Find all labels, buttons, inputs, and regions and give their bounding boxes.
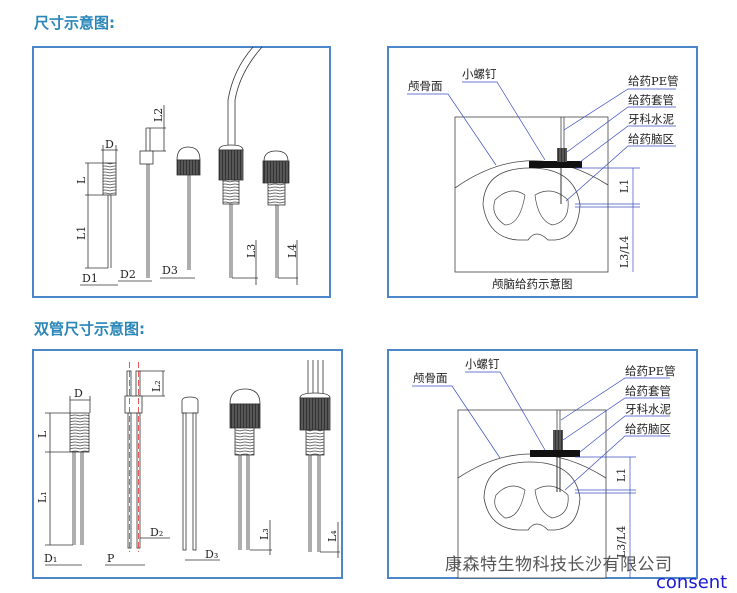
label-small-screw: 小螺钉	[462, 67, 497, 81]
panel-double-dimensions: D L L₁ D₁ L₂ D₂ P D₃ L₃	[32, 349, 343, 579]
label-pe-tube-2: 给药PE管	[625, 364, 676, 378]
dim2-L: L	[36, 430, 49, 438]
dim-L3: L3	[245, 244, 258, 258]
double-injector-tubes-drawing	[299, 360, 340, 558]
label-cannula: 给药套管	[628, 93, 674, 107]
dim-L1: L1	[75, 226, 88, 240]
label-dental-cement: 牙科水泥	[628, 112, 674, 126]
brain-caption: 颅脑给药示意图	[492, 277, 573, 291]
label-pe-tube: 给药PE管	[628, 74, 679, 88]
panel-brain-schematic: 小螺钉 颅骨面 给药PE管 给药套管 牙科水泥 给药脑区 L1 L3/L4 颅脑…	[387, 46, 698, 298]
panel-brain-schematic-double: 小螺钉 颅骨面 给药PE管 给药套管 牙科水泥 给药脑区 L1 L3/L4	[387, 349, 698, 579]
label-dental-cement-2: 牙科水泥	[625, 402, 671, 416]
label-cannula-2: 给药套管	[625, 384, 671, 398]
label-target-region-2: 给药脑区	[625, 422, 671, 436]
dim2-L4: L₄	[326, 530, 339, 542]
label-target-region: 给药脑区	[628, 132, 674, 146]
dim2-D2: D₂	[150, 526, 163, 539]
double-cap-drawing	[181, 396, 220, 561]
section-heading-double-dimensions: 双管尺寸示意图:	[34, 320, 145, 338]
corner-brand-text: consent	[656, 572, 728, 593]
dim-L2: L2	[152, 108, 165, 122]
dim2-D3: D₃	[205, 548, 218, 561]
label-small-screw-2: 小螺钉	[465, 357, 500, 371]
dim-D3: D3	[162, 264, 178, 277]
dim-D: D	[105, 138, 114, 151]
dim-brain-L1: L1	[618, 179, 631, 193]
panel-single-dimensions: D L L1 D1 L2 D2 D3 L3	[32, 46, 331, 298]
dim-L: L	[75, 176, 88, 184]
double-guide-cannula-drawing	[45, 396, 91, 566]
injector-short-drawing	[262, 150, 298, 285]
watermark-text: 康森特生物科技长沙有限公司	[445, 555, 673, 575]
dim2-P: P	[107, 552, 115, 565]
label-skull-surface-2: 颅骨面	[413, 371, 448, 385]
dim-brain2-L1: L1	[615, 468, 628, 482]
injector-drawing	[218, 46, 263, 285]
dim-L4: L4	[286, 244, 299, 258]
dim-brain2-L3L4: L3/L4	[615, 526, 628, 558]
section-heading-dimensions: 尺寸示意图:	[34, 14, 115, 32]
dim-brain-L3L4: L3/L4	[618, 236, 631, 268]
dim2-D1: D₁	[44, 552, 57, 565]
dummy-cannula-drawing	[118, 105, 166, 282]
dim2-D: D	[74, 387, 83, 400]
dim-D2: D2	[120, 268, 136, 281]
guide-cannula-drawing	[80, 145, 118, 286]
double-injector-drawing	[229, 388, 272, 555]
dim2-L1: L₁	[36, 491, 49, 503]
label-skull-surface: 颅骨面	[408, 79, 443, 93]
dust-cap-drawing	[160, 146, 201, 279]
dim2-L2: L₂	[150, 380, 163, 392]
dim2-L3: L₃	[258, 528, 271, 540]
dim-D1: D1	[82, 272, 98, 285]
